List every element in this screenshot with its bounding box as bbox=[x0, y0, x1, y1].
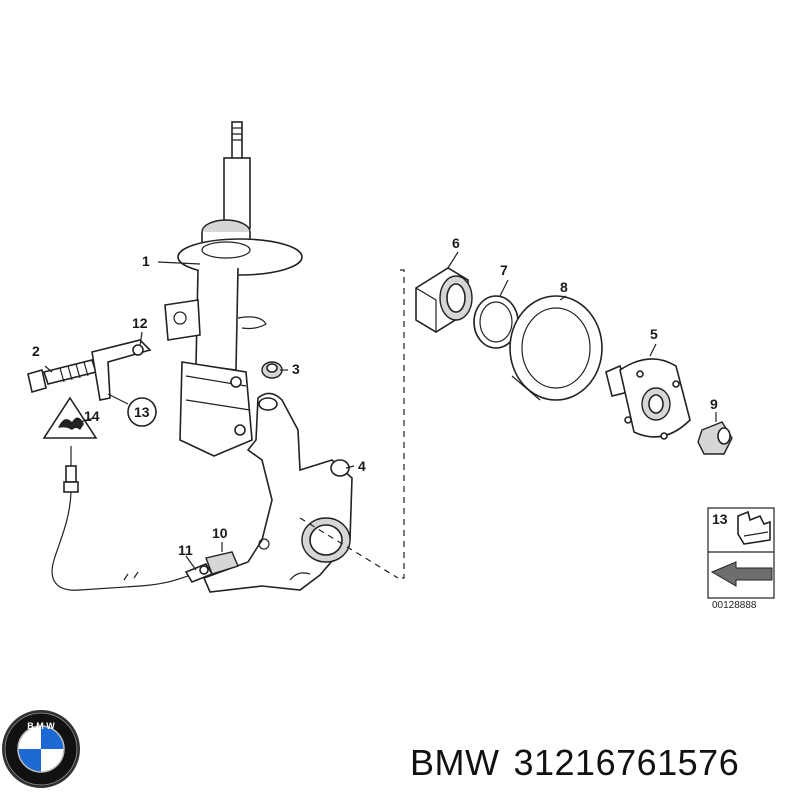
callout-4: 4 bbox=[358, 458, 366, 474]
callout-13: 13 bbox=[134, 404, 150, 420]
callout-12: 12 bbox=[132, 315, 148, 331]
leader-lines bbox=[44, 251, 717, 571]
sensor-cable bbox=[51, 446, 239, 591]
bracket-12 bbox=[91, 339, 152, 401]
wheel-hub-5 bbox=[605, 358, 691, 440]
logo-letters: B M W bbox=[27, 721, 55, 731]
callout-11: 11 bbox=[178, 542, 193, 558]
bmw-logo: B M W bbox=[2, 710, 80, 788]
callout-7: 7 bbox=[500, 262, 508, 278]
callout-14: 14 bbox=[84, 408, 100, 424]
bolt-2 bbox=[27, 359, 98, 394]
callout-5: 5 bbox=[650, 326, 658, 342]
callout-9: 9 bbox=[710, 396, 718, 412]
callout-1: 1 bbox=[142, 253, 150, 269]
assembly-boundary bbox=[299, 269, 405, 579]
part-caption: BMW 31216761576 bbox=[410, 742, 753, 784]
legend-box: 13 00128888 bbox=[707, 507, 775, 611]
callout-labels: 1 2 3 4 5 6 7 8 9 10 11 12 13 14 bbox=[32, 235, 718, 558]
wheel-bearing-6 bbox=[415, 267, 473, 333]
sensor-ring-8 bbox=[509, 295, 603, 401]
callout-10: 10 bbox=[212, 525, 228, 541]
legend-reference-code: 00128888 bbox=[712, 600, 757, 611]
legend-number: 13 bbox=[712, 511, 728, 527]
callout-6: 6 bbox=[452, 235, 460, 251]
strut-assembly bbox=[164, 121, 303, 457]
brand-name: BMW bbox=[410, 742, 500, 783]
hub-nut-9 bbox=[697, 421, 733, 455]
callout-3: 3 bbox=[292, 361, 300, 377]
warning-label-14 bbox=[42, 396, 98, 439]
callout-2: 2 bbox=[32, 343, 40, 359]
part-number: 31216761576 bbox=[513, 742, 740, 783]
callout-8: 8 bbox=[560, 279, 568, 295]
steering-knuckle bbox=[202, 392, 353, 593]
washer-3 bbox=[261, 361, 283, 379]
